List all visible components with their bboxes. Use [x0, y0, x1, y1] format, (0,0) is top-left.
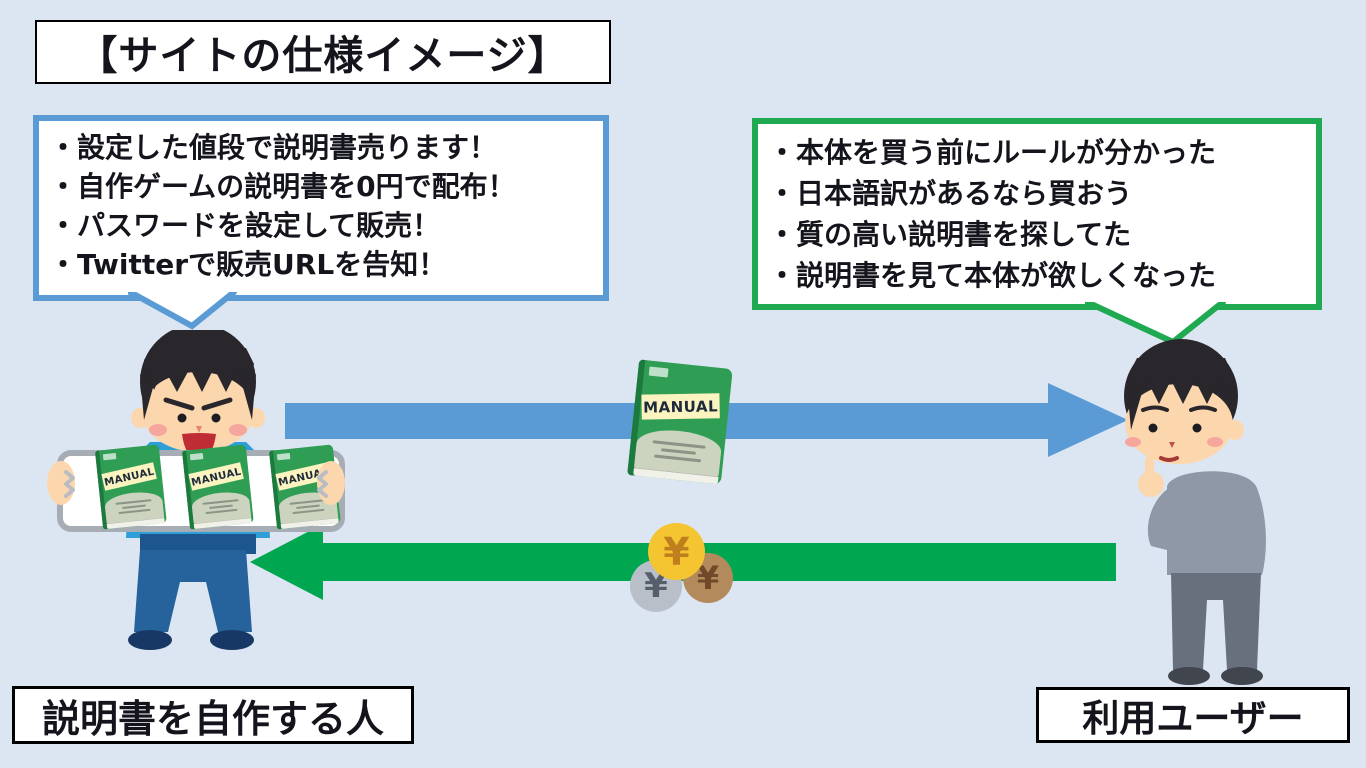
creator-right-hand	[317, 461, 345, 505]
user-right-blush	[1207, 437, 1223, 447]
user-nose	[1169, 442, 1175, 448]
user-person-illustration	[1124, 339, 1266, 685]
manual-banner: MANUAL MANUAL MANUAL	[57, 444, 345, 532]
user-left-eye	[1148, 423, 1158, 433]
creator-bubble-line-3: ・パスワードを設定して販売！	[49, 209, 441, 242]
creator-left-shoe	[128, 630, 172, 650]
user-right-eye	[1192, 423, 1202, 433]
creator-right-shoe	[210, 630, 254, 650]
user-bubble-line-4: ・説明書を見て本体が欲しくなった	[768, 259, 1217, 292]
user-bent-arm	[1147, 488, 1181, 552]
creator-bubble-line-4: ・Twitterで販売URLを告知！	[49, 248, 447, 281]
creator-left-eyebrow	[163, 397, 195, 411]
user-face	[1125, 384, 1233, 464]
user-mouth	[1159, 456, 1179, 462]
manual-book-icon: MANUAL	[627, 359, 733, 485]
manual-title-text: MANUAL	[642, 396, 719, 417]
user-head	[1124, 339, 1244, 497]
creator-left-hand	[47, 461, 75, 505]
user-role-text: 利用ユーザー	[1082, 697, 1304, 740]
creator-left-sideburn	[140, 374, 154, 420]
creator-jeans-waist	[140, 534, 256, 554]
yen-symbol: ¥	[663, 529, 690, 574]
manual-corner-tag	[648, 366, 669, 378]
creator-bubble-line-2: ・自作ゲームの説明書を0円で配布！	[49, 170, 516, 203]
coins-illustration: ¥ ¥ ¥	[624, 520, 744, 620]
creator-role-label: 説明書を自作する人	[12, 686, 414, 744]
creator-right-eyebrow	[201, 397, 233, 411]
creator-right-sideburn	[242, 374, 256, 420]
yen-symbol: ¥	[696, 559, 720, 597]
creator-bubble-tail	[128, 292, 237, 330]
diagram-title-box: 【サイトの仕様イメージ】	[35, 20, 611, 84]
creator-left-eye	[177, 413, 187, 423]
user-bubble-line-3: ・質の高い説明書を探してた	[768, 218, 1132, 251]
user-hair-fringe	[1129, 358, 1233, 404]
creator-jeans	[134, 550, 252, 632]
user-sweater	[1167, 471, 1266, 575]
user-left-eyebrow	[1141, 405, 1169, 412]
user-body	[1147, 471, 1266, 685]
user-left-blush	[1125, 437, 1141, 447]
creator-bubble-line-1: ・設定した値段で説明書売ります！	[49, 131, 498, 164]
creator-left-blush	[149, 424, 167, 436]
manual-book-icon: MANUAL	[95, 444, 167, 530]
user-bubble-line-2: ・日本語訳があるなら買おう	[768, 177, 1133, 210]
gold-yen-coin-icon: ¥	[648, 523, 705, 580]
user-role-label: 利用ユーザー	[1036, 687, 1350, 743]
user-chin-hand	[1138, 471, 1164, 497]
user-sideburn	[1127, 386, 1141, 430]
creator-speech-bubble: ・設定した値段で説明書売ります！ ・自作ゲームの説明書を0円で配布！ ・パスワー…	[33, 115, 609, 301]
user-pants	[1171, 573, 1261, 670]
creator-hair-fringe	[144, 348, 254, 392]
creator-nose	[196, 426, 202, 433]
manual-book-icon: MANUAL	[182, 444, 254, 530]
user-left-shoe	[1168, 667, 1210, 685]
user-right-eyebrow	[1189, 405, 1217, 412]
creator-right-eye	[211, 413, 221, 423]
user-right-shoe	[1221, 667, 1263, 685]
user-speech-bubble: ・本体を買う前にルールが分かった ・日本語訳があるなら買おう ・質の高い説明書を…	[752, 118, 1322, 310]
creator-right-blush	[229, 424, 247, 436]
creator-head	[131, 330, 265, 460]
user-bubble-line-1: ・本体を買う前にルールが分かった	[768, 136, 1217, 169]
diagram-title-text: 【サイトの仕様イメージ】	[77, 33, 569, 79]
creator-person-illustration	[66, 330, 332, 650]
creator-role-text: 説明書を自作する人	[41, 696, 384, 741]
manual-title-label: MANUAL	[641, 393, 720, 420]
